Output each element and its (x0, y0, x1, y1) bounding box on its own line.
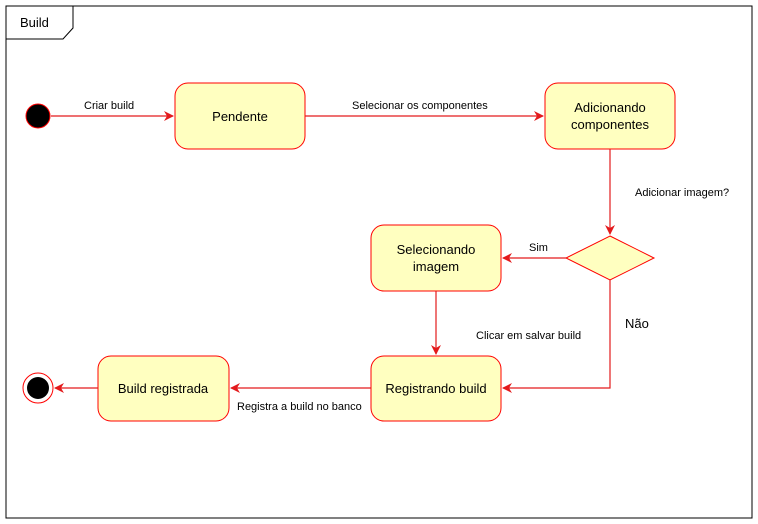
initial-node[interactable] (25, 103, 51, 129)
state-adicionando-componentes[interactable]: Adicionando componentes (544, 82, 676, 150)
state-registrando-label: Registrando build (385, 381, 486, 396)
state-registrando-build[interactable]: Registrando build (370, 355, 502, 422)
final-node-dot (27, 377, 49, 399)
state-selecionando-label-line1: Selecionando (397, 242, 476, 257)
label-adicionar-imagem: Adicionar imagem? (635, 187, 729, 199)
state-pendente-label: Pendente (212, 109, 268, 124)
label-clicar-salvar: Clicar em salvar build (476, 330, 581, 342)
frame-title: Build (20, 15, 49, 30)
transition-nao[interactable] (502, 280, 611, 393)
frame-border (5, 5, 753, 519)
state-selecionando-label-line2: imagem (413, 259, 459, 274)
frame-title-tab (5, 5, 74, 40)
state-registrada-label: Build registrada (118, 381, 209, 396)
state-adicionando-label-line1: Adicionando (574, 100, 646, 115)
state-adicionando-label-line2: componentes (571, 117, 650, 132)
state-build-registrada[interactable]: Build registrada (97, 355, 230, 422)
label-selecionar-componentes: Selecionar os componentes (352, 100, 488, 112)
label-criar-build: Criar build (84, 100, 134, 112)
state-pendente[interactable]: Pendente (174, 82, 306, 150)
state-selecionando-imagem[interactable]: Selecionando imagem (370, 224, 502, 292)
label-registra-banco: Registra a build no banco (237, 401, 362, 413)
decision-node[interactable] (564, 235, 656, 281)
label-sim: Sim (529, 242, 548, 254)
label-nao: Não (625, 316, 649, 331)
